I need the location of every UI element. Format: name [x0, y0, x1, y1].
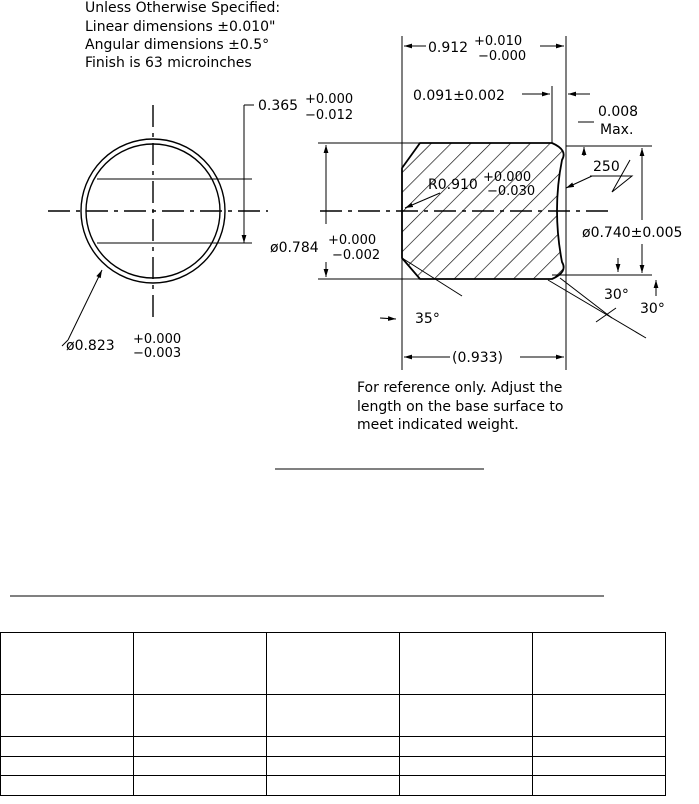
offset-lower: −0.012	[305, 108, 353, 123]
radius-upper: +0.000	[483, 170, 531, 185]
end-view: 0.365 +0.000 −0.012 ø0.823 +0.000 −0.003	[48, 92, 353, 361]
chamfer-max-label: Max.	[600, 122, 633, 138]
note-line: Finish is 63 microinches	[85, 55, 252, 71]
table-row	[0, 736, 666, 757]
offset-upper: +0.000	[305, 92, 353, 107]
finish-value: 250	[593, 159, 620, 175]
body-dia-nominal: ø0.784	[270, 240, 319, 256]
face-dia-value: ø0.740±0.005	[582, 225, 682, 241]
angle-left-arrow	[379, 316, 397, 321]
table-cell	[532, 775, 666, 796]
note-line: Unless Otherwise Specified:	[85, 0, 280, 16]
table-cell	[399, 756, 533, 776]
table-cell	[133, 632, 267, 695]
offset-nominal: 0.365	[258, 98, 298, 114]
overall-nominal: 0.912	[428, 40, 468, 56]
table-cell	[266, 736, 400, 757]
table-cell	[0, 632, 134, 695]
side-view: 0.912 +0.010 −0.000 0.091±0.002 0.008 Ma…	[270, 34, 682, 370]
table-cell	[133, 694, 267, 737]
table-cell	[532, 632, 666, 695]
table-cell	[0, 756, 134, 776]
angle-right-1-value: 30°	[604, 287, 629, 303]
finish-symbol	[590, 159, 634, 193]
circle-dia-leader-tail	[61, 339, 69, 347]
table-cell	[133, 736, 267, 757]
data-table	[0, 632, 666, 796]
note-line: Linear dimensions ±0.010"	[85, 19, 275, 35]
reference-note-line: length on the base surface to	[357, 399, 563, 415]
finish-leader	[565, 175, 593, 189]
angle-right-2-value: 30°	[640, 301, 665, 317]
table-cell	[266, 775, 400, 796]
reference-note-line: meet indicated weight.	[357, 417, 519, 433]
body-dia-upper: +0.000	[328, 233, 376, 248]
table-cell	[532, 736, 666, 757]
outer-circle	[80, 138, 226, 284]
circle-dia-nominal: ø0.823	[66, 338, 115, 354]
table-cell	[266, 694, 400, 737]
circle-dia-upper: +0.000	[133, 332, 181, 347]
table-cell	[399, 775, 533, 796]
table-cell	[0, 694, 134, 737]
circle-dia-lower: −0.003	[133, 346, 181, 361]
table-cell	[399, 694, 533, 737]
overall-upper: +0.010	[474, 34, 522, 49]
table-row	[0, 632, 666, 695]
table-cell	[133, 756, 267, 776]
table-cell	[532, 756, 666, 776]
body-dia-lower: −0.002	[332, 248, 380, 263]
reference-note-line: For reference only. Adjust the	[357, 380, 562, 396]
angle-left-value: 35°	[415, 311, 440, 327]
table-row	[0, 694, 666, 737]
table-cell	[532, 694, 666, 737]
note-line: Angular dimensions ±0.5°	[85, 37, 269, 53]
radius-nominal: R0.910	[428, 177, 478, 193]
table-cell	[266, 632, 400, 695]
radius-lower: −0.030	[487, 184, 535, 199]
table-cell	[399, 736, 533, 757]
table-row	[0, 775, 666, 796]
table-cell	[0, 775, 134, 796]
angle-left-arc	[401, 257, 463, 297]
reference-note: For reference only. Adjust the length on…	[357, 380, 563, 433]
table-cell	[133, 775, 267, 796]
circle-dia-leader	[67, 269, 103, 341]
radius-leader	[404, 192, 441, 209]
angle-right-ext	[559, 277, 613, 319]
table-row	[0, 756, 666, 776]
shoulder-dim: 0.091±0.002	[413, 88, 505, 104]
ref-length-value: (0.933)	[452, 350, 503, 366]
overall-lower: −0.000	[478, 49, 526, 64]
general-notes: Unless Otherwise Specified: Linear dimen…	[85, 0, 280, 71]
table-cell	[0, 736, 134, 757]
chamfer-max-value: 0.008	[598, 104, 638, 120]
table-cell	[266, 756, 400, 776]
table-cell	[399, 632, 533, 695]
chamfer-ext-line	[547, 279, 647, 339]
angle-right-tick	[595, 307, 617, 323]
